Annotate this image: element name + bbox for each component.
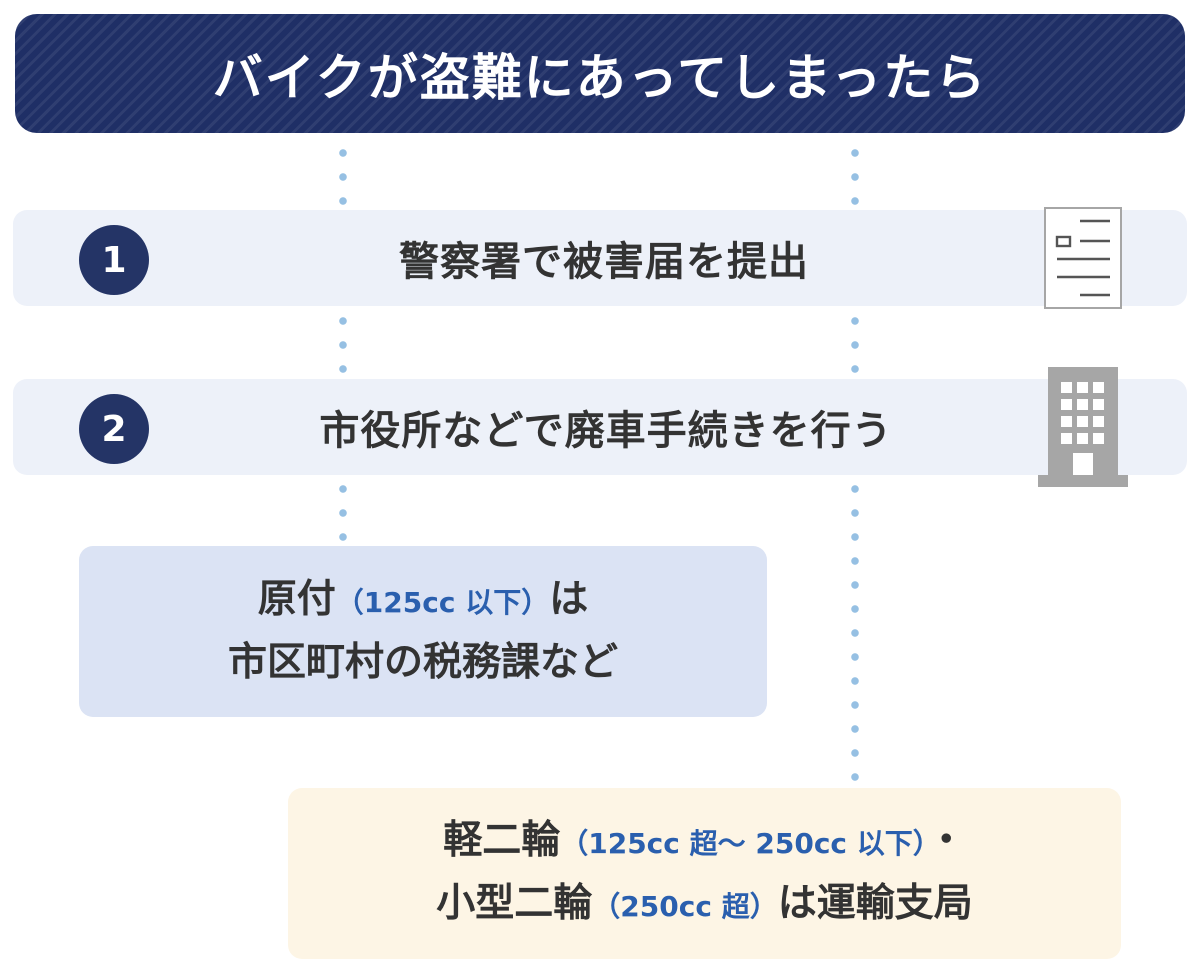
gentsuki-box: 原付（125cc 以下）は 市区町村の税務課など [79,546,767,717]
gentsuki-line-1: 原付（125cc 以下）は [258,570,588,633]
page-title: バイクが盗難にあってしまったら [212,48,988,107]
kei-note: （125cc 超～ 250cc 以下） [560,826,927,860]
gentsuki-particle: は [549,577,589,622]
connector-left-middle [339,309,347,381]
step-row-1: 警察署で被害届を提出 1 [13,210,1187,306]
connector-left-bottom [339,477,347,549]
gentsuki-name: 原付 [257,577,336,622]
kei-name: 軽二輪 [443,817,561,863]
document-icon [1044,207,1122,309]
kogata-note: （250cc 超） [592,889,778,923]
step-number-1: 1 [79,225,149,295]
kei-nirin-box: 軽二輪（125cc 超～ 250cc 以下）・ 小型二輪（250cc 超）は運輸… [288,788,1121,959]
gentsuki-office: 市区町村の税務課など [227,640,618,685]
step-row-2: 市役所などで廃車手続きを行う 2 [13,379,1187,475]
building-icon [1038,367,1128,487]
kei-office: は運輸支局 [777,880,973,926]
connector-right-top [851,141,859,213]
kei-separator: ・ [926,817,966,863]
kogata-name: 小型二輪 [436,880,593,926]
kei-line-2: 小型二輪（250cc 超）は運輸支局 [436,874,972,937]
title-banner: バイクが盗難にあってしまったら [15,14,1185,133]
step-label-2: 市役所などで廃車手続きを行う [319,408,893,454]
connector-right-bottom [851,477,859,789]
connector-right-middle [851,309,859,381]
connector-left-top [339,141,347,213]
step-label-1: 警察署で被害届を提出 [399,239,809,285]
step-number-2: 2 [79,394,149,464]
kei-line-1: 軽二輪（125cc 超～ 250cc 以下）・ [443,811,966,874]
gentsuki-note: （125cc 以下） [335,586,550,619]
